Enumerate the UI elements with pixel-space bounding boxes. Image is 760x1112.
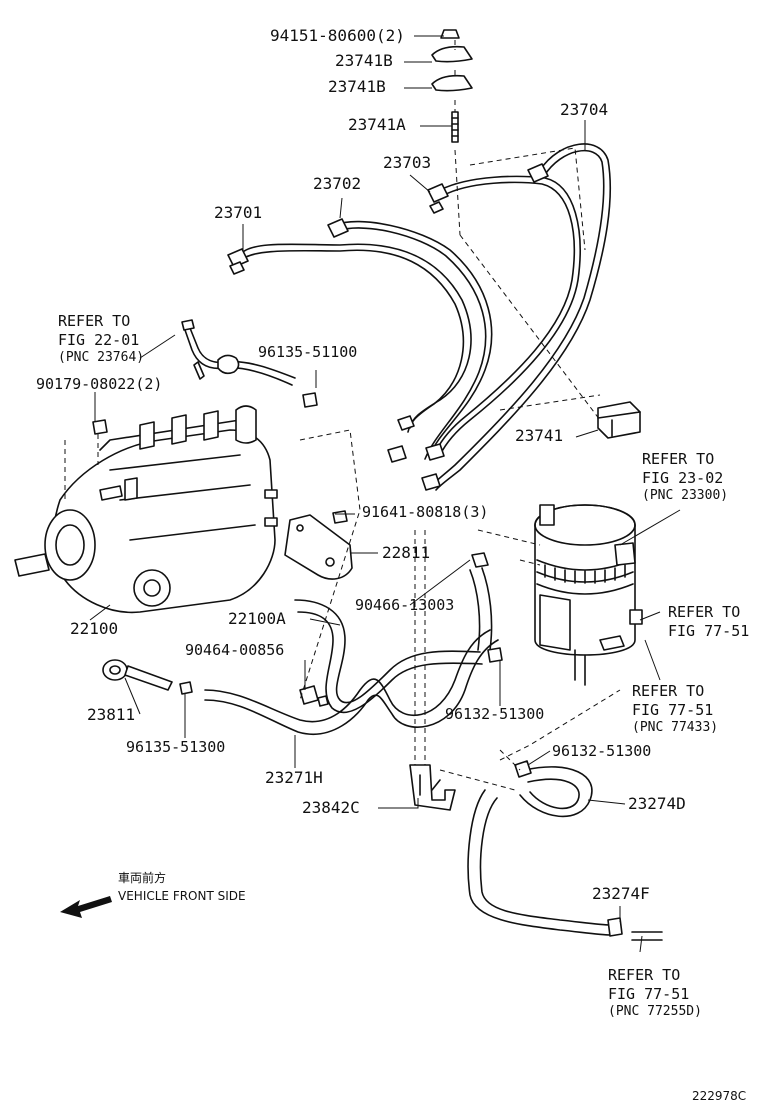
label-94151-80600: 94151-80600(2) bbox=[270, 26, 405, 45]
reference-fig-77-51-a: REFER TO FIG 77-51 bbox=[668, 603, 749, 641]
label-96135-51100: 96135-51100 bbox=[258, 343, 358, 361]
reference-line-1: REFER TO bbox=[668, 603, 741, 621]
label-23702: 23702 bbox=[313, 174, 362, 193]
reference-fig-77-51-b: REFER TO FIG 77-51 (PNC 77433) bbox=[632, 682, 718, 736]
reference-line-1: REFER TO bbox=[642, 450, 715, 468]
reference-line-1: REFER TO bbox=[632, 682, 705, 700]
figure-code: 222978C bbox=[692, 1089, 747, 1103]
reference-pnc: (PNC 77433) bbox=[632, 719, 719, 735]
fuel-hoses bbox=[102, 429, 663, 941]
leakage-pipe bbox=[181, 319, 296, 386]
leader-lines bbox=[89, 35, 681, 953]
label-23704: 23704 bbox=[560, 100, 609, 119]
label-23842c: 23842C bbox=[302, 798, 360, 817]
pipe-clamp-23741 bbox=[597, 401, 641, 439]
label-23741b-lower: 23741B bbox=[328, 77, 386, 96]
reference-pnc: (PNC 23300) bbox=[642, 487, 729, 503]
injection-pump bbox=[14, 405, 278, 614]
reference-line-2: FIG 77-51 bbox=[608, 984, 690, 1003]
direction-label-japanese: 車両前方 bbox=[118, 871, 167, 885]
reference-line-2: FIG 77-51 bbox=[668, 621, 750, 640]
label-96132-51300-hose: 96132-51300 bbox=[552, 742, 652, 760]
reference-line-1: REFER TO bbox=[58, 312, 131, 330]
reference-fig-22-01: REFER TO FIG 22-01 (PNC 23764) bbox=[58, 312, 144, 366]
label-23271h: 23271H bbox=[265, 768, 323, 787]
injection-pipes bbox=[227, 143, 612, 491]
label-23701: 23701 bbox=[214, 203, 263, 222]
label-91641-80818: 91641-80818(3) bbox=[362, 503, 489, 521]
label-22100: 22100 bbox=[70, 619, 119, 638]
label-23741b-upper: 23741B bbox=[335, 51, 393, 70]
label-23274f: 23274F bbox=[592, 884, 650, 903]
label-96132-51300-filter: 96132-51300 bbox=[445, 705, 545, 723]
label-22811: 22811 bbox=[382, 543, 431, 562]
reference-fig-77-51-c: REFER TO FIG 77-51 (PNC 77255D) bbox=[608, 966, 702, 1020]
bracket bbox=[284, 510, 353, 580]
reference-pnc: (PNC 23764) bbox=[58, 349, 145, 365]
label-22100a: 22100A bbox=[228, 609, 286, 628]
pipe-clamp-stack bbox=[431, 29, 473, 143]
label-90466-13003: 90466-13003 bbox=[355, 596, 455, 614]
label-23274d: 23274D bbox=[628, 794, 686, 813]
reference-line-2: FIG 22-01 bbox=[58, 330, 140, 349]
direction-label-english: VEHICLE FRONT SIDE bbox=[118, 889, 246, 903]
reference-line-1: REFER TO bbox=[608, 966, 681, 984]
label-23811: 23811 bbox=[87, 705, 136, 724]
label-23703: 23703 bbox=[383, 153, 432, 172]
reference-line-2: FIG 23-02 bbox=[642, 468, 724, 487]
reference-line-2: FIG 77-51 bbox=[632, 700, 714, 719]
label-90464-00856: 90464-00856 bbox=[185, 641, 285, 659]
front-direction-arrow bbox=[60, 896, 112, 918]
label-96135-51300: 96135-51300 bbox=[126, 738, 226, 756]
clip-96135-51100 bbox=[302, 392, 318, 408]
fuel-filter bbox=[477, 504, 643, 686]
reference-pnc: (PNC 77255D) bbox=[608, 1003, 702, 1019]
label-90179-08022: 90179-08022(2) bbox=[36, 375, 163, 393]
label-23741a: 23741A bbox=[348, 115, 406, 134]
reference-fig-23-02: REFER TO FIG 23-02 (PNC 23300) bbox=[642, 450, 728, 504]
label-23741: 23741 bbox=[515, 426, 564, 445]
